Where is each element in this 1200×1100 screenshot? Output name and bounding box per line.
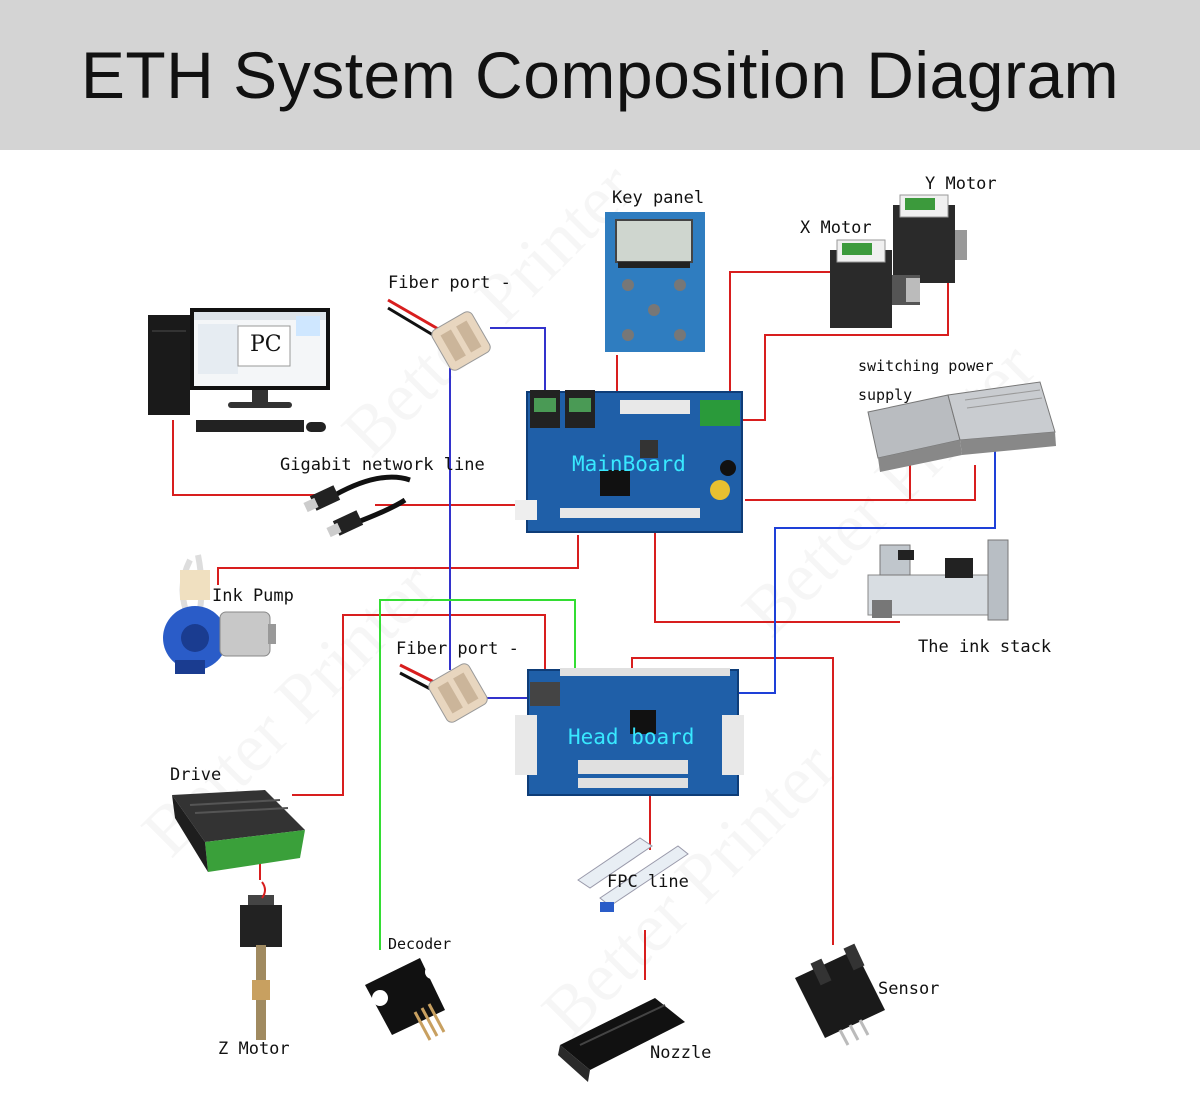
- decoder-icon: [365, 958, 446, 1041]
- title-bar: ETH System Composition Diagram: [0, 0, 1200, 150]
- ethernet-cable-icon: [303, 474, 411, 538]
- connection-lines: [172, 271, 996, 980]
- power-supply-icon: [867, 381, 1056, 472]
- pc-label: PC: [250, 332, 282, 357]
- pc-icon: [148, 308, 330, 432]
- fpc-line-label: FPC line: [607, 872, 689, 892]
- fiber-line: [490, 327, 546, 392]
- fiber-connector-icon: [399, 663, 488, 723]
- encoder-line: [379, 599, 576, 950]
- key-panel-label: Key panel: [612, 188, 705, 208]
- ink-pump-icon: [163, 554, 276, 674]
- fiber-port-bottom-label: Fiber port -: [396, 639, 519, 659]
- ink-pump-label: Ink Pump: [212, 586, 294, 606]
- sensor-icon: [795, 943, 885, 1046]
- sensor-label: Sensor: [878, 979, 940, 999]
- ink-stack-label: The ink stack: [918, 637, 1052, 657]
- gigabit-network-label: Gigabit network line: [280, 455, 485, 475]
- x-motor-label: X Motor: [800, 218, 872, 238]
- ink-stack-icon: [867, 539, 1009, 621]
- fpc-cable-icon: [577, 837, 689, 912]
- power-line: [217, 535, 579, 585]
- head-board-icon: [515, 668, 744, 796]
- power-line: [745, 465, 976, 501]
- z-motor-icon: [240, 881, 282, 1040]
- nozzle-icon: [558, 998, 685, 1082]
- power-line: [654, 532, 900, 623]
- z-motor-label: Z Motor: [218, 1039, 290, 1059]
- head-board-label: Head board: [568, 725, 695, 749]
- power-line: [729, 271, 830, 400]
- page-title: ETH System Composition Diagram: [80, 38, 1120, 112]
- y-motor-label: Y Motor: [925, 174, 997, 194]
- fiber-port-top-label: Fiber port -: [388, 273, 511, 293]
- key-panel-icon: [605, 212, 705, 352]
- mainboard-label: MainBoard: [572, 452, 686, 476]
- motor-icon: [830, 239, 920, 328]
- network-line: [738, 450, 996, 694]
- switching-power-label-2: supply: [858, 386, 913, 404]
- diagram-canvas: Better Printer Better Printer Better Pri…: [0, 150, 1200, 1100]
- nozzle-label: Nozzle: [650, 1043, 712, 1063]
- power-line: [292, 614, 546, 796]
- power-line: [631, 657, 834, 945]
- power-line: [172, 420, 320, 496]
- diagram-svg: [148, 194, 1056, 1082]
- motor-icon: [893, 194, 967, 283]
- fiber-connector-icon: [387, 298, 491, 371]
- power-line: [740, 280, 949, 421]
- drive-icon: [172, 790, 305, 872]
- switching-power-label: switching power: [858, 357, 994, 375]
- drive-label: Drive: [170, 765, 222, 785]
- mainboard-icon: [515, 390, 743, 533]
- decoder-label: Decoder: [388, 935, 452, 953]
